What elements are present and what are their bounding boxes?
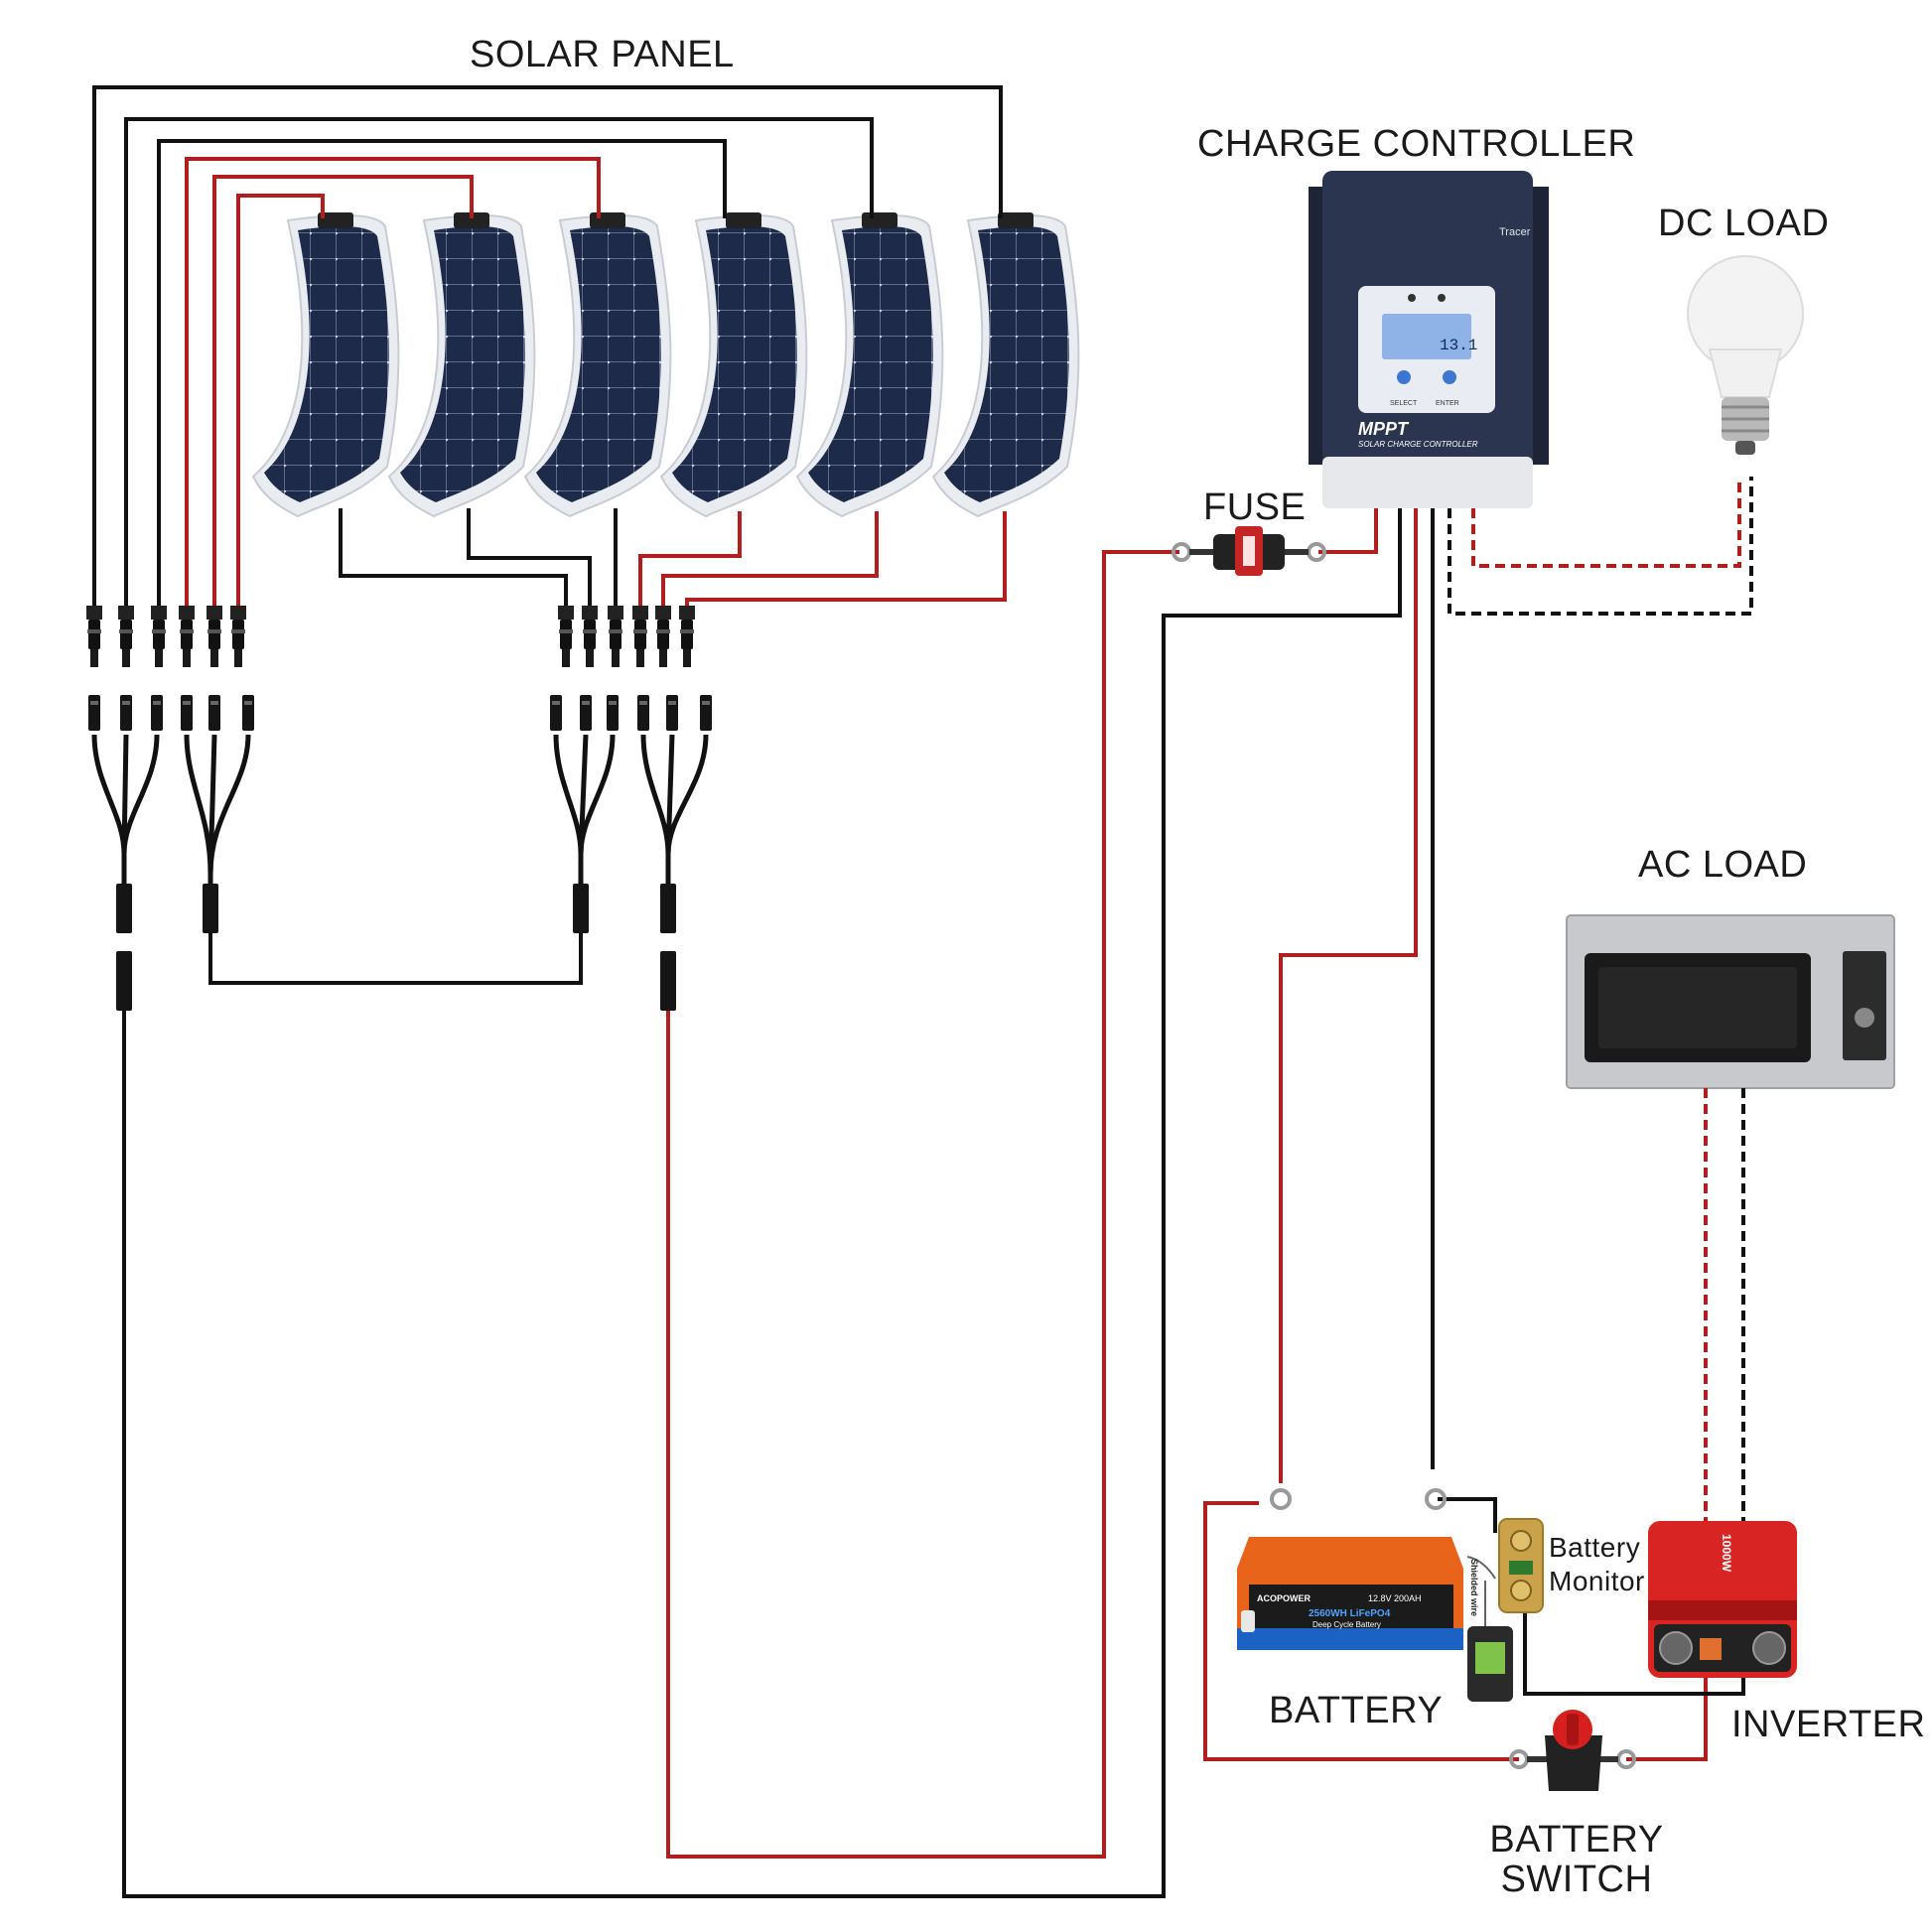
inverter-rating: 1000W: [1720, 1534, 1733, 1573]
solar-panel-icon: [795, 212, 944, 518]
battery-switch-label-line1: BATTERY: [1489, 1819, 1664, 1861]
fuse-label: FUSE: [1203, 486, 1307, 528]
fuse-icon: [1172, 526, 1326, 576]
charge-controller-icon: [1309, 171, 1549, 508]
panel-bottom-wires: [339, 508, 1007, 606]
solar-panel-label: SOLAR PANEL: [470, 34, 735, 75]
mc4-connector-icon: [86, 606, 695, 667]
solar-panel-icon: [523, 212, 672, 518]
ac-load-label: AC LOAD: [1638, 844, 1808, 886]
charge-controller-label: CHARGE CONTROLLER: [1197, 123, 1636, 165]
solar-panel-icon: [931, 212, 1080, 518]
monitor-shielded-label: Shielded wire: [1469, 1559, 1479, 1616]
series-jumper-wire: [208, 933, 583, 985]
microwave-icon: [1566, 914, 1895, 1089]
controller-battery-wires: [1279, 508, 1435, 1483]
branch-connector-icon: [88, 695, 712, 933]
solar-panel-icon: [387, 212, 536, 518]
battery-spec: 12.8V 200AH: [1368, 1593, 1422, 1603]
inverter-ac-wires: [1704, 1088, 1745, 1529]
battery-monitor-label-line1: Battery: [1549, 1532, 1641, 1563]
battery-monitor-icon: [1466, 1518, 1544, 1702]
solar-panel-array: [251, 212, 1080, 518]
controller-lcd-value: 13.1: [1440, 337, 1477, 354]
controller-subtitle: SOLAR CHARGE CONTROLLER: [1358, 440, 1478, 449]
battery-switch-label-line2: SWITCH: [1500, 1859, 1653, 1900]
battery-icon: [1237, 1537, 1463, 1650]
dc-load-wires: [1448, 477, 1753, 616]
controller-enter-label: ENTER: [1436, 400, 1459, 407]
pv-main-wires: [122, 508, 1402, 1898]
light-bulb-icon: [1687, 255, 1804, 455]
battery-label: BATTERY: [1269, 1690, 1444, 1731]
inverter-label: INVERTER: [1731, 1704, 1926, 1745]
solar-panel-icon: [659, 212, 808, 518]
dc-load-label: DC LOAD: [1658, 203, 1830, 244]
controller-brand: Tracer: [1499, 226, 1531, 238]
panel-top-wires: [92, 85, 1003, 606]
battery-switch-icon: [1527, 1710, 1618, 1791]
inverter-icon: [1648, 1521, 1797, 1678]
controller-mppt-label: MPPT: [1358, 419, 1410, 439]
battery-monitor-label-line2: Monitor: [1549, 1566, 1645, 1596]
battery-type: Deep Cycle Battery: [1312, 1620, 1381, 1629]
battery-wires: [1203, 1497, 1745, 1761]
battery-capacity: 2560WH LiFePO4: [1309, 1608, 1391, 1619]
controller-select-label: SELECT: [1390, 400, 1418, 407]
battery-brand: ACOPOWER: [1257, 1593, 1311, 1603]
mc4-connector-icon: [116, 951, 676, 1011]
solar-panel-icon: [251, 212, 400, 518]
